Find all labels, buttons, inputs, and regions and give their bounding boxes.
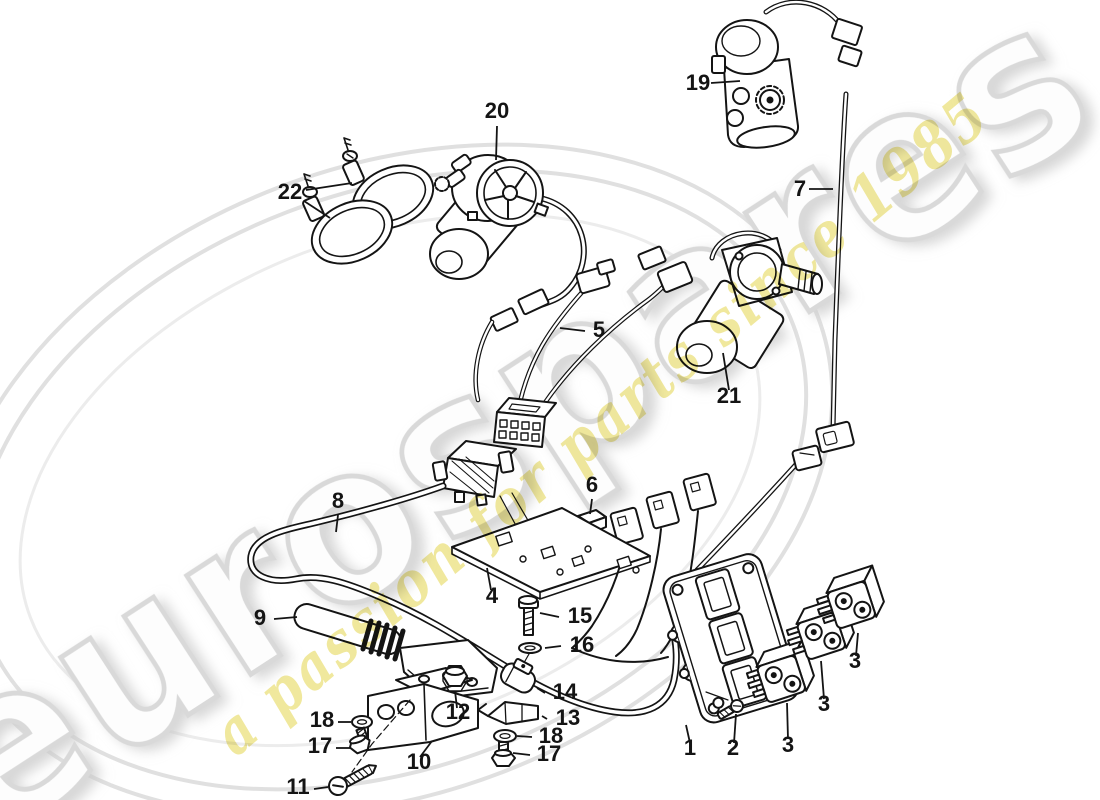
leader-line-3-middle [820,660,825,700]
part-label-18-right: 18 [539,723,563,748]
leader-line-3-lower [786,702,789,740]
leader-line-19 [710,80,741,84]
leader-line-9 [273,616,298,620]
part-label-3-lower: 3 [782,732,794,757]
part-label-12: 12 [446,699,470,724]
leader-line-22 [305,182,353,191]
leader-line-22 [303,200,331,219]
leader-line-13 [541,715,548,720]
part-label-17-right: 17 [537,741,561,766]
part-label-18-left: 18 [310,707,334,732]
wiper-motor-19 [711,0,863,149]
leader-line-20 [495,125,498,161]
part-label-14: 14 [553,679,578,704]
washer-pump-20 [429,153,587,309]
part-label-21: 21 [717,383,741,408]
leader-line-14 [536,687,546,694]
leader-line-8 [335,514,339,533]
part-label-5: 5 [593,317,605,342]
leader-line-12 [454,690,458,709]
part-label-4: 4 [486,583,499,608]
leader-line-21 [722,352,730,391]
part-label-9: 9 [254,605,266,630]
nut-12 [442,665,468,692]
screw-2 [705,691,744,720]
part-label-6: 6 [586,472,598,497]
bolt-17-left [348,726,371,755]
part-label-17-left: 17 [308,733,332,758]
washer-18-right [493,729,517,743]
part-label-19: 19 [686,70,710,95]
switch-3-upper [815,564,885,629]
part-label-16: 16 [570,632,594,657]
leader-line-15 [539,612,560,618]
washer-18-left [351,715,373,729]
leader-line-2 [733,713,737,744]
switch-plate-1 [662,553,800,724]
part-label-20: 20 [485,98,509,123]
part-label-15: 15 [568,603,592,628]
bolt-17-right [491,741,516,767]
harness-sleeve-8 [247,482,680,717]
clip-13 [477,701,539,725]
leader-line-18-right [516,735,533,738]
part-label-11: 11 [286,774,309,799]
leader-line-3-upper [855,632,859,657]
part-label-10: 10 [407,749,431,774]
leader-line-10 [419,740,433,758]
mounting-plate-4 [451,507,651,600]
leader-line-1 [685,724,691,744]
leader-line-4 [486,567,492,591]
part-label-1: 1 [684,735,696,760]
part-label-8: 8 [332,488,344,513]
part-label-3-upper: 3 [849,648,861,673]
part-label-7: 7 [794,176,806,201]
leader-line-5 [559,327,586,332]
part-label-22: 22 [278,179,302,204]
wiring-harness-5 [431,245,717,663]
screw-11 [328,764,377,796]
switch-3-lower [745,638,815,703]
part-label-3-middle: 3 [818,691,830,716]
bolt-15 [518,595,539,636]
part-label-13: 13 [556,705,580,730]
leader-line-17-right [512,752,531,756]
leader-line-16 [544,645,562,649]
wiring-loom-cable-7 [694,91,855,573]
wiper-motor-21 [676,230,823,374]
part-label-2: 2 [727,735,739,760]
leader-line-6 [589,498,593,515]
leader-line-11 [313,786,329,790]
hose-clamp-14 [499,658,537,694]
